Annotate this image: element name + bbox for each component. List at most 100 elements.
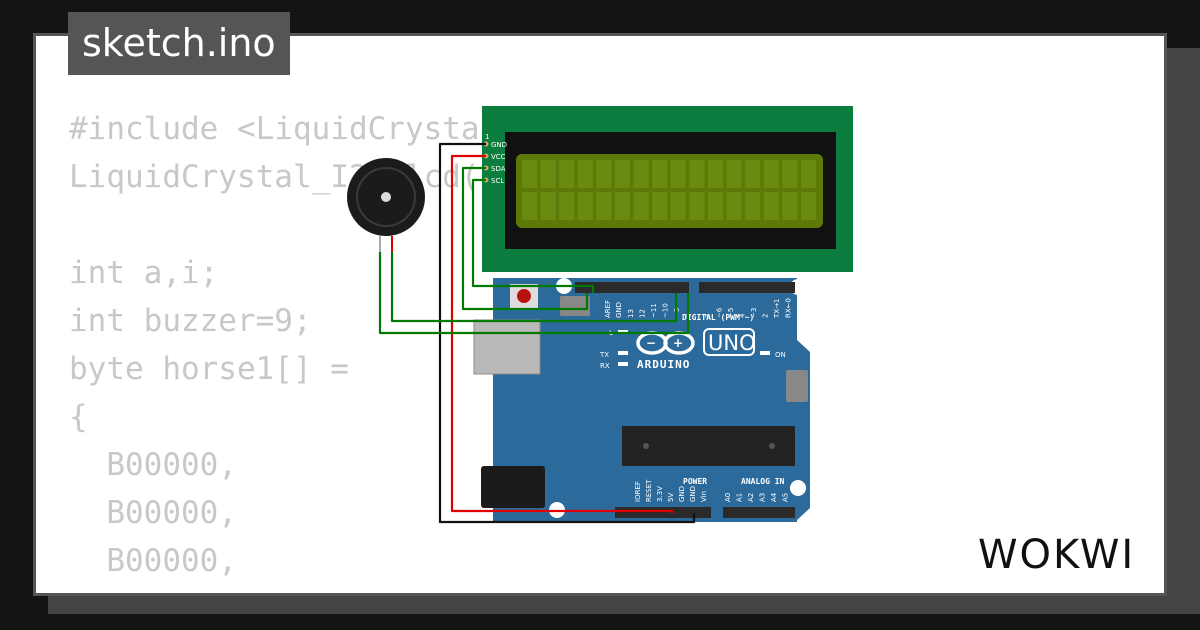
lcd-char-cell: [522, 160, 537, 188]
lcd-char-grid: [522, 160, 816, 220]
code-line: B00000,: [69, 447, 237, 483]
rx-led: [618, 362, 628, 366]
wire-vcc[interactable]: [450, 154, 674, 513]
analog-label: ANALOG IN: [741, 477, 785, 486]
code-line: B00000,: [69, 495, 237, 531]
pin-label: GND: [678, 486, 686, 502]
buzzer-ring: [356, 167, 416, 227]
usb-connector: [473, 319, 541, 375]
pin-label: 13: [627, 309, 635, 318]
lcd-char-cell: [726, 192, 742, 220]
lcd-char-cell: [596, 160, 612, 188]
lcd-char-cell: [596, 192, 612, 220]
wire-buzzer-signal[interactable]: [390, 252, 678, 323]
pin-label: ~11: [650, 303, 658, 318]
piezo-buzzer[interactable]: [347, 158, 425, 252]
lcd-pin-sda-label: SDA: [491, 165, 506, 173]
lcd-char-cell: [745, 160, 761, 188]
wire-sda[interactable]: [461, 166, 589, 311]
pin-label: ~3: [750, 308, 758, 318]
wire-buzzer-gnd[interactable]: [378, 252, 690, 335]
analog-header[interactable]: [723, 507, 795, 518]
lcd-char-cell: [540, 160, 556, 188]
lcd-char-cell: [615, 192, 630, 220]
power-label: POWER: [683, 477, 707, 486]
lcd-char-cell: [540, 192, 556, 220]
chip-notch: [769, 443, 775, 449]
reset-button[interactable]: [517, 289, 531, 303]
pin-label: ~6: [716, 307, 724, 318]
pin-label: GND: [689, 486, 697, 502]
lcd-char-cell: [689, 192, 705, 220]
pin-label: 5V: [667, 493, 675, 502]
lcd-char-cell: [577, 192, 593, 220]
icsp-header: [560, 296, 590, 316]
code-line: byte horse1[] =: [69, 351, 349, 387]
lcd-char-cell: [708, 160, 723, 188]
lcd-char-cell: [745, 192, 761, 220]
pin-label: A1: [736, 493, 744, 502]
lcd-char-cell: [763, 192, 779, 220]
pin-label: A3: [759, 493, 767, 502]
lcd-char-cell: [689, 160, 705, 188]
lcd-char-cell: [782, 160, 798, 188]
uno-badge: [703, 328, 755, 356]
on-label: ON: [775, 351, 786, 359]
buzzer-hole: [381, 192, 391, 202]
rx-label: RX: [600, 362, 610, 370]
code-line: int buzzer=9;: [69, 303, 312, 339]
pin-label: A4: [770, 492, 778, 502]
lcd-char-cell: [726, 160, 742, 188]
pin-label: ~10: [662, 303, 670, 318]
pin-label: ~5: [727, 308, 735, 318]
lcd-char-cell: [615, 160, 630, 188]
model-label: UNO: [708, 331, 756, 355]
brand-label: WOKWI: [978, 532, 1135, 578]
pin-label: TX→1: [773, 299, 781, 319]
pin-label: IOREF: [634, 481, 642, 502]
svg-text:+: +: [673, 336, 683, 350]
lcd-char-cell: [782, 192, 798, 220]
lcd-char-cell: [633, 192, 649, 220]
wire-scl[interactable]: [471, 178, 595, 293]
filename-tab[interactable]: sketch.ino: [68, 12, 290, 75]
tx-led: [618, 351, 628, 355]
mount-hole: [790, 480, 806, 496]
gnd-label: GND: [615, 302, 623, 318]
tx-label: TX: [599, 351, 609, 359]
lcd-char-cell: [559, 192, 575, 220]
lcd-char-cell: [522, 192, 537, 220]
lcd-char-cell: [652, 160, 668, 188]
pin-label: 3.3V: [656, 486, 664, 502]
lcd-pin-vcc-label: VCC: [491, 153, 506, 161]
arduino-uno-board[interactable]: − + UNO ARDUINO DIGITAL (PWM ~) TX RX ON…: [473, 278, 810, 522]
lcd-char-cell: [801, 192, 816, 220]
wires: [378, 142, 696, 524]
pin-label: RESET: [645, 479, 653, 502]
pin-label: Vin: [700, 491, 708, 502]
lcd-pin-1-label: 1: [485, 133, 489, 141]
power-header[interactable]: [615, 507, 711, 518]
wire-gnd[interactable]: [438, 142, 696, 524]
pin-label: 12: [639, 309, 647, 318]
lcd-char-cell: [633, 160, 649, 188]
digital-header-2[interactable]: [699, 282, 795, 293]
wokwi-logo[interactable]: WOKWI: [978, 530, 1154, 578]
aref-label: AREF: [604, 300, 612, 318]
pin-label: A2: [747, 493, 755, 502]
pin-label: A0: [724, 493, 732, 502]
lcd-pin-scl-label: SCL: [491, 177, 504, 185]
pin-label: 2: [762, 314, 770, 318]
svg-text:−: −: [646, 336, 656, 350]
lcd-char-cell: [670, 192, 686, 220]
pin-label: A5: [782, 493, 790, 502]
digital-header-1[interactable]: [575, 282, 689, 293]
lcd-char-cell: [559, 160, 575, 188]
lcd-char-cell: [652, 192, 668, 220]
chip-notch: [643, 443, 649, 449]
lcd-display[interactable]: 1 GND VCC SDA SCL: [482, 106, 853, 272]
code-line: int a,i;: [69, 255, 219, 291]
